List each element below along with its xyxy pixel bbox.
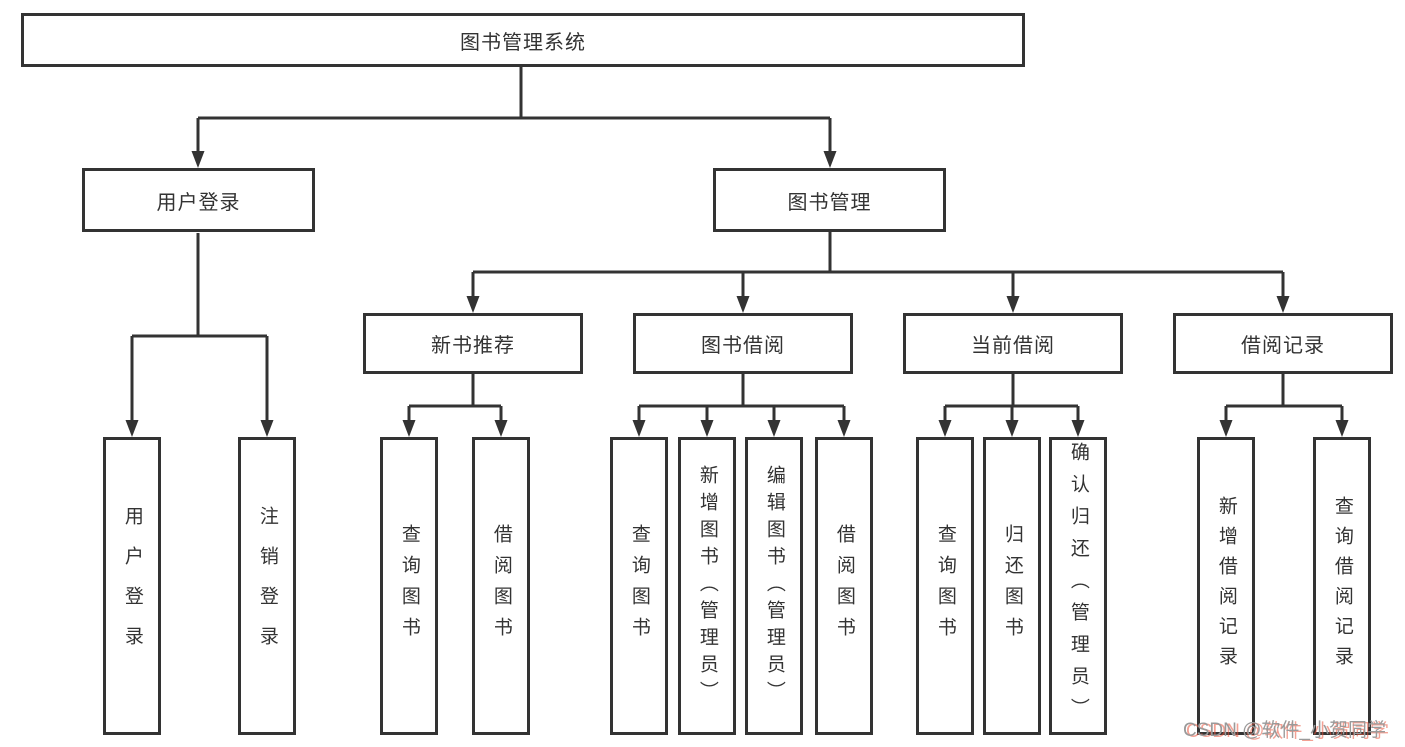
node-label: 借阅记录: [1241, 335, 1325, 357]
node-library-management-system: 图书管理系统: [21, 13, 1025, 67]
leaf-borrow-books-2: 借阅图书: [815, 437, 873, 735]
leaf-add-borrow-record: 新增借阅记录: [1197, 437, 1255, 735]
arrowheads: [125, 151, 1349, 437]
leaf-edit-book-admin: 编辑图书（管理员）: [745, 437, 803, 735]
leaf-label: 查询图书: [398, 524, 420, 648]
leaf-label: 查询图书: [628, 524, 650, 648]
leaf-label: 注销登录: [256, 506, 278, 666]
leaf-user-login: 用户登录: [103, 437, 161, 735]
leaf-query-books-1: 查询图书: [380, 437, 438, 735]
leaf-label: 用户登录: [121, 506, 143, 666]
leaf-query-books-2: 查询图书: [610, 437, 668, 735]
node-label: 当前借阅: [971, 335, 1055, 357]
leaf-logout: 注销登录: [238, 437, 296, 735]
leaf-label: 查询借阅记录: [1331, 496, 1353, 676]
connector-paths: [130, 67, 1344, 421]
leaf-query-books-3: 查询图书: [916, 437, 974, 735]
node-current-borrow: 当前借阅: [903, 313, 1123, 374]
leaf-borrow-books-1: 借阅图书: [472, 437, 530, 735]
node-new-book-recommend: 新书推荐: [363, 313, 583, 374]
leaf-return-book: 归还图书: [983, 437, 1041, 735]
leaf-label: 新增借阅记录: [1215, 496, 1237, 676]
node-book-management: 图书管理: [713, 168, 946, 232]
node-label: 用户登录: [156, 191, 241, 214]
leaf-label: 确认归还（管理员）: [1067, 442, 1089, 730]
leaf-label: 查询图书: [934, 524, 956, 648]
node-label: 新书推荐: [431, 335, 515, 357]
leaf-add-book-admin: 新增图书（管理员）: [678, 437, 736, 735]
node-label: 图书借阅: [701, 335, 785, 357]
node-label: 图书管理系统: [460, 31, 586, 54]
node-borrow-records: 借阅记录: [1173, 313, 1393, 374]
leaf-confirm-return-admin: 确认归还（管理员）: [1049, 437, 1107, 735]
leaf-label: 编辑图书（管理员）: [763, 464, 785, 708]
leaf-label: 借阅图书: [490, 524, 512, 648]
leaf-query-borrow-record: 查询借阅记录: [1313, 437, 1371, 735]
node-user-login: 用户登录: [82, 168, 315, 232]
csdn-watermark: CSDN @软件_小贺同学: [1183, 720, 1386, 741]
node-label: 图书管理: [787, 191, 872, 214]
leaf-label: 归还图书: [1001, 524, 1023, 648]
node-book-borrow: 图书借阅: [633, 313, 853, 374]
leaf-label: 新增图书（管理员）: [696, 464, 718, 708]
leaf-label: 借阅图书: [833, 524, 855, 648]
